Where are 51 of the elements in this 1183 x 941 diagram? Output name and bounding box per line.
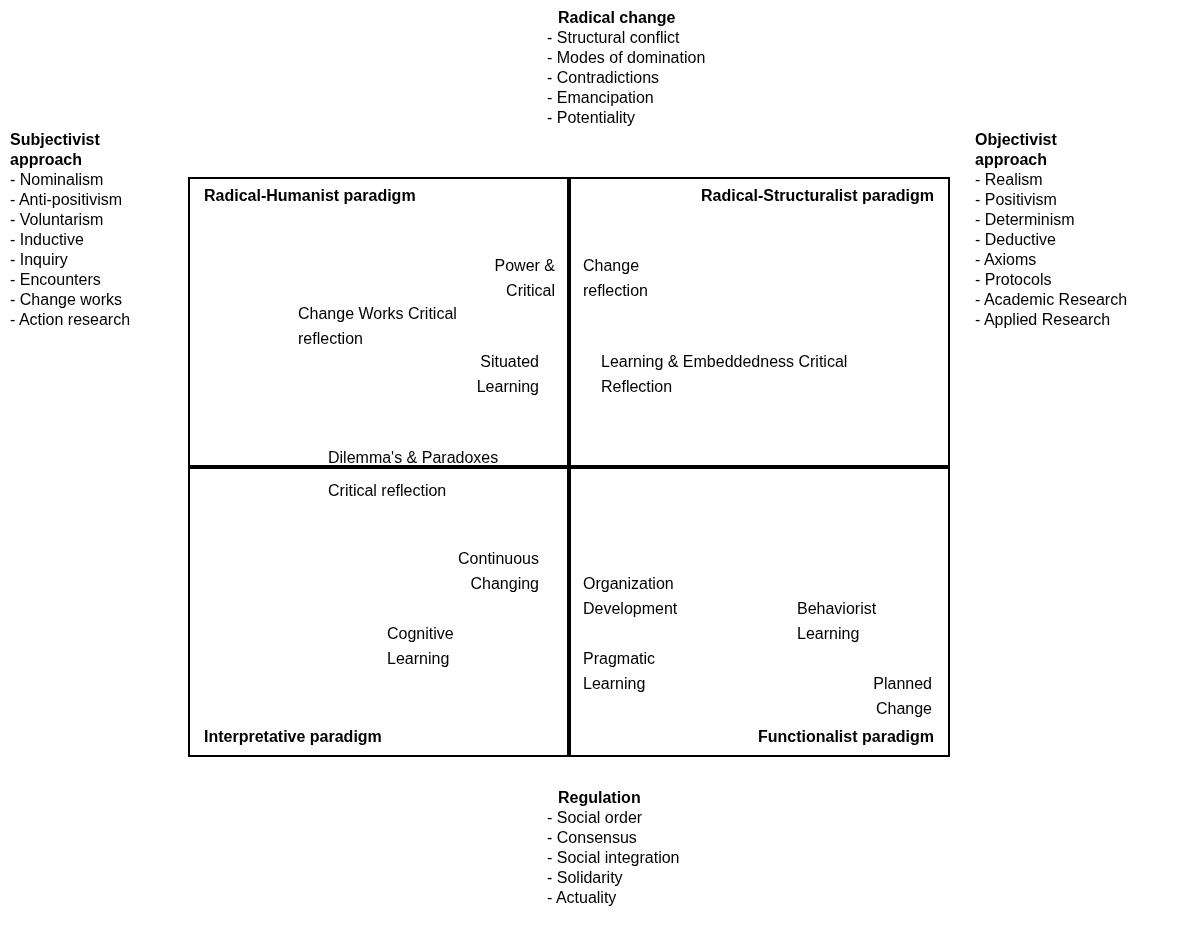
axis-heading: Subjectivist approach — [10, 130, 101, 170]
list-item: - Voluntarism — [10, 210, 105, 230]
concept-label: Change Works Critical reflection — [298, 304, 458, 349]
concept-label: Behaviorist Learning — [797, 599, 878, 644]
list-item: - Social order — [547, 808, 644, 828]
list-item: - Structural conflict — [547, 28, 681, 48]
concept-label: Situated Learning — [475, 352, 539, 397]
list-item: - Anti-positivism — [10, 190, 124, 210]
list-item: - Social integration — [547, 848, 680, 868]
list-item: - Inductive — [10, 230, 85, 250]
axis-heading: Objectivist approach — [975, 130, 1058, 170]
list-item: - Emancipation — [547, 88, 655, 108]
concept-label: Continuous Changing — [457, 549, 539, 594]
list-item: - Consensus — [547, 828, 638, 848]
list-item: - Encounters — [10, 270, 102, 290]
concept-label: Dilemma's & Paradoxes — [328, 448, 499, 468]
list-item: - Academic Research — [975, 290, 1128, 310]
list-item: - Determinism — [975, 210, 1076, 230]
concept-label: Power & Critical — [493, 256, 555, 301]
list-item: - Change works — [10, 290, 124, 310]
list-item: - Actuality — [547, 888, 618, 908]
paradigm-quadrant — [188, 177, 571, 469]
list-item: - Potentiality — [547, 108, 637, 128]
paradigm-quadrant — [188, 465, 571, 757]
list-item: - Contradictions — [547, 68, 661, 88]
list-item: - Realism — [975, 170, 1044, 190]
paradigm-heading: Radical-Humanist paradigm — [204, 186, 416, 206]
list-item: - Positivism — [975, 190, 1058, 210]
concept-label: Pragmatic Learning — [583, 649, 657, 694]
paradigm-heading: Functionalist paradigm — [758, 727, 934, 747]
list-item: - Action research — [10, 310, 132, 330]
paradigm-heading: Interpretative paradigm — [204, 727, 382, 747]
axis-heading: Radical change — [558, 8, 677, 28]
list-item: - Solidarity — [547, 868, 624, 888]
paradigm-quadrant — [567, 465, 950, 757]
concept-label: Planned Change — [872, 674, 932, 719]
list-item: - Nominalism — [10, 170, 105, 190]
concept-label: Learning & Embeddedness Critical Reflection — [601, 352, 849, 397]
list-item: - Protocols — [975, 270, 1053, 290]
list-item: - Inquiry — [10, 250, 69, 270]
list-item: - Modes of domination — [547, 48, 706, 68]
axis-heading: Regulation — [558, 788, 642, 808]
concept-label: Critical reflection — [328, 481, 447, 501]
list-item: - Deductive — [975, 230, 1057, 250]
list-item: - Axioms — [975, 250, 1038, 270]
list-item: - Applied Research — [975, 310, 1112, 330]
paradigm-quadrant — [567, 177, 950, 469]
paradigm-heading: Radical-Structuralist paradigm — [701, 186, 934, 206]
concept-label: Change reflection — [583, 256, 649, 301]
concept-label: Organization Development — [583, 574, 679, 619]
concept-label: Cognitive Learning — [387, 624, 455, 669]
